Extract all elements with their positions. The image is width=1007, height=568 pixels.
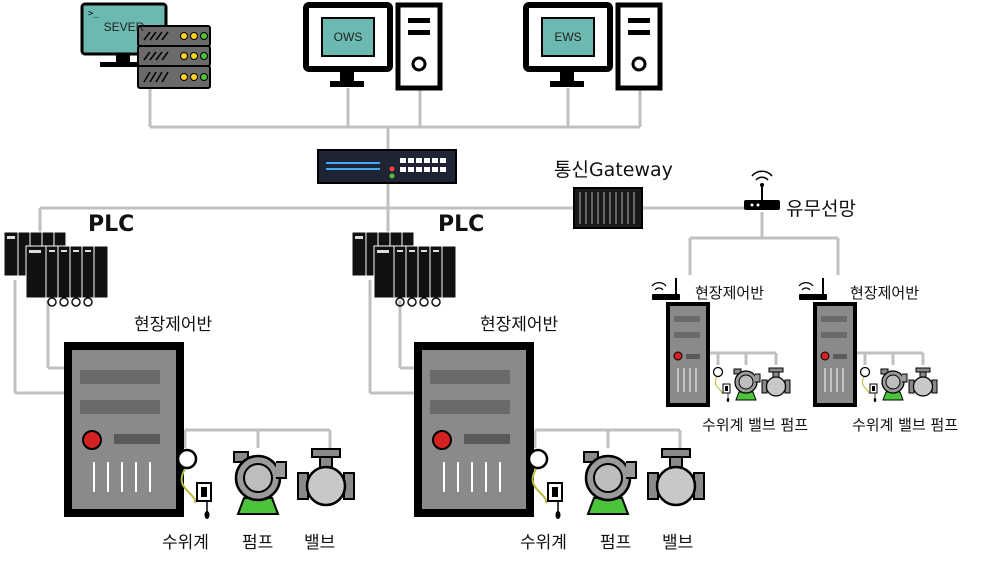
devices-label-remote-1: 수위계 밸브 펌프	[702, 416, 809, 434]
remote-1-devices	[712, 366, 791, 403]
valve-middle	[646, 447, 706, 507]
gateway-label: 통신Gateway	[554, 159, 673, 181]
pump-label-left: 펌프	[242, 533, 274, 553]
panel-label-middle: 현장제어반	[480, 315, 559, 335]
network-switch-icon	[317, 149, 457, 184]
level-label-middle: 수위계	[520, 533, 567, 553]
svg-text:>_: >_	[88, 9, 99, 19]
gateway-icon	[573, 187, 643, 229]
ews-workstation-icon	[523, 2, 663, 91]
server-icon: >_	[80, 2, 211, 89]
panel-label-remote-1: 현장제어반	[695, 284, 765, 302]
plc-label-middle: PLC	[438, 212, 485, 237]
control-cabinet-remote-1	[665, 301, 711, 408]
plc-label-left: PLC	[88, 212, 135, 237]
wired-wireless-label: 유무선망	[786, 198, 856, 220]
network-links	[13, 88, 925, 448]
plc-rack-middle	[351, 231, 457, 307]
plc-rack-left	[3, 231, 109, 307]
pump-middle	[582, 450, 638, 516]
control-cabinet-left	[63, 341, 185, 518]
pump-label-middle: 펌프	[600, 533, 632, 553]
valve-label-left: 밸브	[304, 533, 336, 553]
ows-screen-text: OWS	[333, 30, 363, 44]
remote-2-wireless-icon	[798, 278, 827, 300]
ows-workstation-icon	[303, 2, 443, 91]
server-screen-text: SEVER	[103, 20, 145, 34]
valve-left	[296, 447, 356, 507]
remote-2-devices	[859, 366, 938, 403]
ews-screen-text: EWS	[554, 30, 582, 44]
valve-label-middle: 밸브	[662, 533, 694, 553]
panel-label-remote-2: 현장제어반	[850, 284, 920, 302]
devices-label-remote-2: 수위계 밸브 펌프	[852, 416, 959, 434]
panel-label-left: 현장제어반	[134, 315, 213, 335]
pump-left	[232, 450, 288, 516]
level-label-left: 수위계	[162, 533, 209, 553]
control-cabinet-remote-2	[812, 301, 858, 408]
control-cabinet-middle	[413, 341, 535, 518]
remote-1-wireless-icon	[651, 278, 680, 300]
wireless-router-icon	[744, 170, 780, 210]
